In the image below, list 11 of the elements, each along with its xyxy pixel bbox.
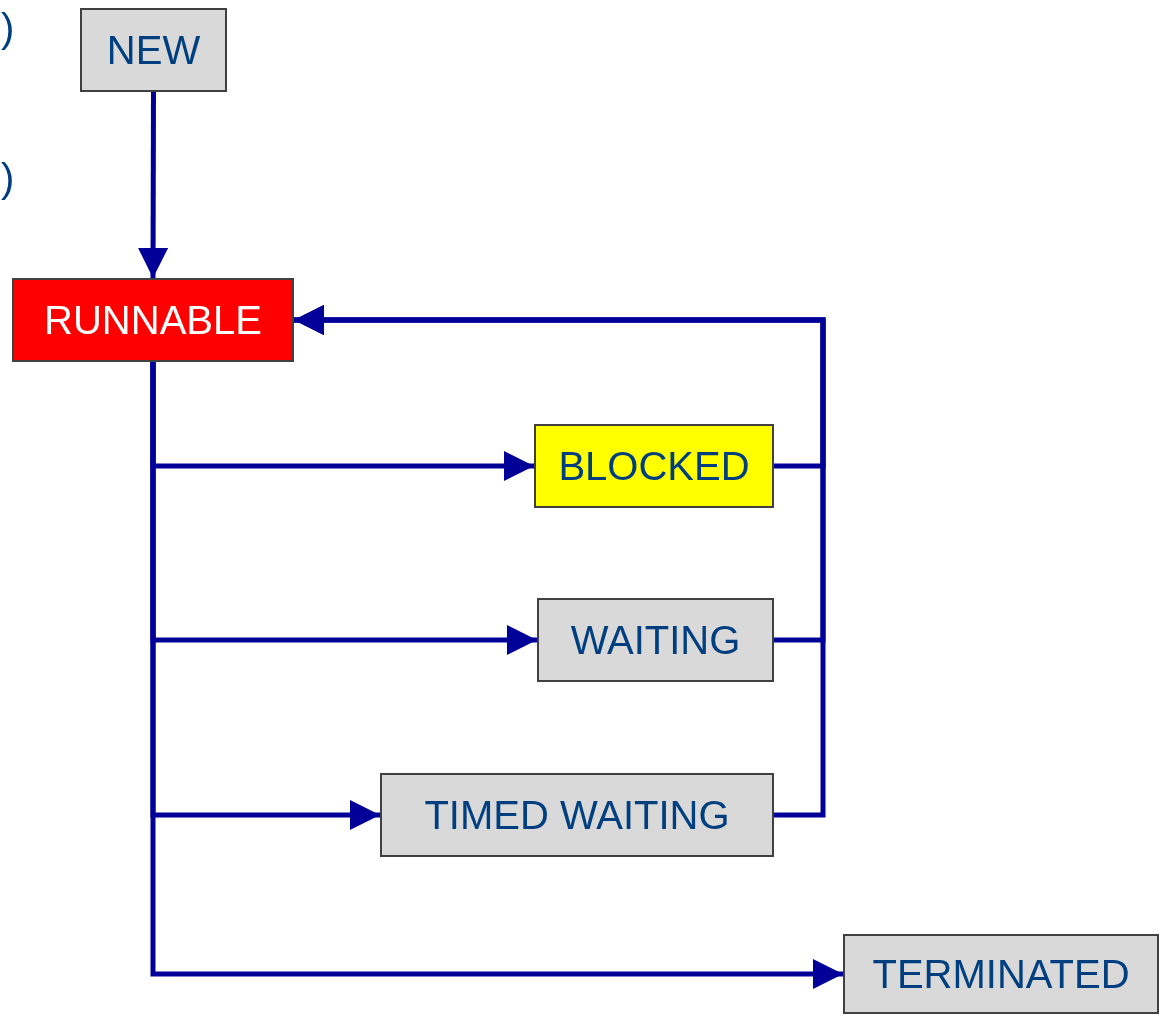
state-box: WAITING bbox=[537, 598, 774, 682]
cut-off-text: ) bbox=[1, 158, 15, 198]
arrow bbox=[150, 362, 843, 989]
state-box: NEW bbox=[80, 8, 227, 92]
state-box: BLOCKED bbox=[534, 424, 774, 508]
arrow bbox=[294, 305, 826, 818]
arrow bbox=[138, 92, 169, 278]
state-box: TIMED WAITING bbox=[380, 773, 774, 857]
cut-off-text: ) bbox=[1, 8, 15, 48]
state-box: TERMINATED bbox=[843, 934, 1159, 1014]
state-box: RUNNABLE bbox=[12, 278, 294, 362]
